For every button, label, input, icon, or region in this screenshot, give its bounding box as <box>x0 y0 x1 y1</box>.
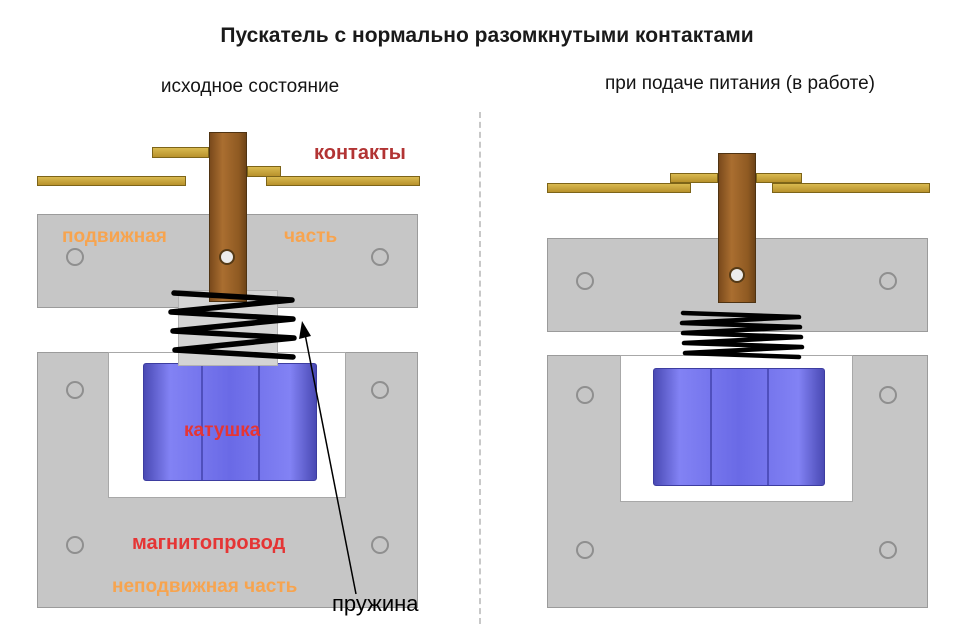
page-title: Пускатель с нормально разомкнутыми конта… <box>220 24 754 47</box>
contact-tab-moving-right <box>756 173 802 183</box>
rivet-hole <box>371 536 389 554</box>
rivet-hole <box>576 541 594 559</box>
coil-left <box>143 363 317 481</box>
contact-bar-fixed-right <box>266 176 420 186</box>
rivet-hole <box>66 536 84 554</box>
rivet-hole <box>371 381 389 399</box>
spring-pointer-arrow <box>299 321 357 595</box>
rivet-hole <box>371 248 389 266</box>
armature-hole <box>219 249 235 265</box>
spring-extended-icon <box>168 290 297 360</box>
spring-compressed-icon <box>679 310 805 360</box>
contact-bar-fixed-left <box>547 183 691 193</box>
rivet-hole <box>576 272 594 290</box>
coil-right <box>653 368 825 486</box>
movable-part-label-word1: подвижная <box>62 226 167 247</box>
rivet-hole <box>66 248 84 266</box>
armature-right <box>718 153 756 303</box>
rivet-hole <box>879 272 897 290</box>
spring-label: пружина <box>332 591 419 616</box>
contact-tab-moving-left <box>670 173 718 183</box>
left-subtitle: исходное состояние <box>160 76 340 97</box>
panel-divider <box>479 112 481 624</box>
contacts-label: контакты <box>314 142 406 164</box>
contact-tab-moving-left <box>152 147 209 158</box>
contact-bar-fixed-right <box>772 183 930 193</box>
contact-bar-fixed-left <box>37 176 186 186</box>
movable-part-label-word2: часть <box>284 226 338 247</box>
coil-segment <box>710 369 712 485</box>
rivet-hole <box>879 386 897 404</box>
right-subtitle: при подаче питания (в работе) <box>604 73 876 94</box>
armature-hole <box>729 267 745 283</box>
magnetic-core-label: магнитопровод <box>132 532 286 554</box>
coil-segment <box>201 364 203 480</box>
coil-label: катушка <box>184 420 261 441</box>
rivet-hole <box>66 381 84 399</box>
rivet-hole <box>576 386 594 404</box>
rivet-hole <box>879 541 897 559</box>
coil-segment <box>258 364 260 480</box>
armature-left <box>209 132 247 302</box>
fixed-part-label: неподвижная часть <box>112 576 298 597</box>
coil-segment <box>767 369 769 485</box>
contact-tab-moving-right <box>247 166 281 177</box>
